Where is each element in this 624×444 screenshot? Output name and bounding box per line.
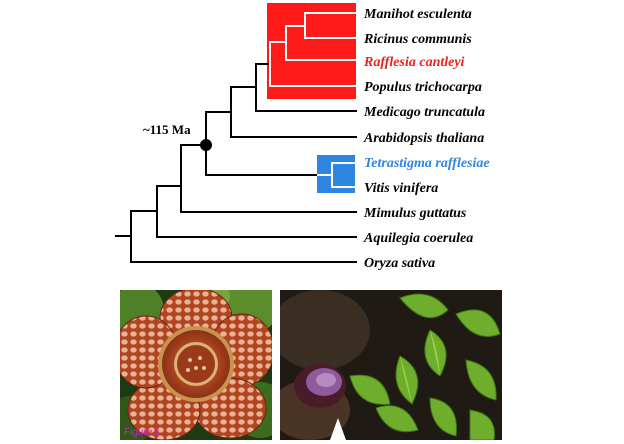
taxon-vitis-vinifera: Vitis vinifera bbox=[364, 181, 438, 196]
rafflesia-flower-photo bbox=[120, 290, 272, 440]
phylogenetic-tree: ~115 Ma Manihot esculenta Ricinus commun… bbox=[115, 3, 490, 271]
taxon-tetrastigma-rafflesiae: Tetrastigma rafflesiae bbox=[364, 156, 490, 171]
divergence-node-marker bbox=[200, 139, 212, 151]
taxon-populus-trichocarpa: Populus trichocarpa bbox=[364, 80, 482, 95]
taxon-rafflesia-cantleyi: Rafflesia cantleyi bbox=[363, 55, 465, 70]
figure-caption: Figure 1 bbox=[124, 427, 161, 438]
taxon-mimulus-guttatus: Mimulus guttatus bbox=[363, 206, 467, 221]
node-age-label: ~115 Ma bbox=[143, 122, 191, 137]
taxon-medicago-truncatula: Medicago truncatula bbox=[363, 105, 485, 120]
taxon-ricinus-communis: Ricinus communis bbox=[363, 32, 472, 47]
taxon-oryza-sativa: Oryza sativa bbox=[364, 256, 435, 271]
tetrastigma-vine-photo bbox=[280, 290, 502, 440]
taxon-arabidopsis-thaliana: Arabidopsis thaliana bbox=[363, 131, 484, 146]
rafflesia-clade-branches bbox=[269, 12, 356, 87]
tetrastigma-clade-branches bbox=[317, 162, 355, 188]
taxon-aquilegia-coerulea: Aquilegia coerulea bbox=[363, 231, 473, 246]
taxon-manihot-esculenta: Manihot esculenta bbox=[363, 7, 472, 22]
rafflesia-clade-highlight bbox=[267, 3, 356, 99]
